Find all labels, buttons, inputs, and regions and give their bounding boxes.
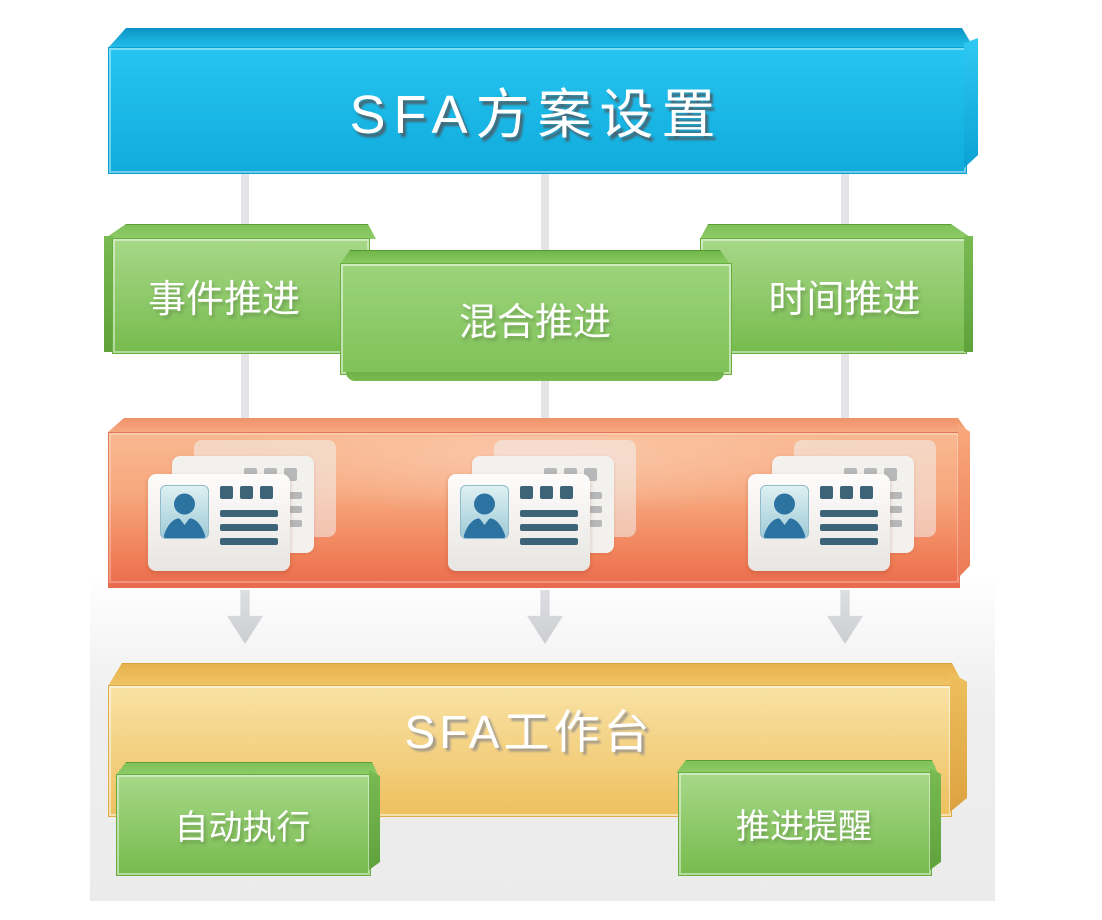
- card-text-bar: [520, 510, 578, 517]
- push-reminder-face: [678, 772, 932, 876]
- auto-execute-face: [116, 774, 371, 876]
- push-reminder-label: 推进提醒: [736, 807, 872, 846]
- records-band-top-bevel: [108, 418, 968, 432]
- auto-execute-side-bevel: [369, 770, 380, 870]
- event-box-top-bevel: [104, 224, 376, 239]
- workbench-label: SFA工作台: [404, 706, 654, 758]
- title-box-label: SFA方案设置: [349, 85, 724, 145]
- card-text-bar: [520, 524, 578, 531]
- event-box-face: [112, 238, 370, 354]
- card-text-bar: [820, 510, 878, 517]
- card-square: [540, 486, 553, 499]
- auto-execute-label: 自动执行: [174, 808, 311, 847]
- workbench-top-bevel: [108, 663, 964, 686]
- card-square: [860, 486, 873, 499]
- contact-card-icon: [148, 474, 290, 571]
- avatar-icon: [760, 485, 809, 539]
- auto-execute-top-bevel: [116, 762, 378, 775]
- card-text-bar: [820, 538, 878, 545]
- card-square: [520, 486, 533, 499]
- mixed-box-face: [340, 263, 732, 375]
- card-square: [840, 486, 853, 499]
- card-square: [220, 486, 233, 499]
- time-box-face: [700, 238, 967, 354]
- time-box-label: 时间推进: [768, 278, 921, 321]
- push-reminder-top-bevel: [676, 760, 938, 773]
- avatar-icon: [160, 485, 209, 539]
- card-text-bar: [220, 538, 278, 545]
- time-box-top-bevel: [700, 224, 973, 239]
- workbench-side-bevel: [950, 672, 967, 812]
- records-band-side-bevel: [958, 424, 970, 578]
- card-text-bar: [520, 538, 578, 545]
- card-text-bar: [820, 524, 878, 531]
- push-reminder-side-bevel: [930, 768, 941, 870]
- mixed-box-label: 混合推进: [458, 301, 611, 344]
- card-square: [260, 486, 273, 499]
- card-text-bar: [220, 524, 278, 531]
- card-square: [560, 486, 573, 499]
- mixed-box-top-bevel: [340, 250, 730, 264]
- event-box-label: 事件推进: [147, 278, 300, 321]
- contact-card-stack: [148, 440, 338, 572]
- card-square: [820, 486, 833, 499]
- mixed-box-bottom-lip: [346, 372, 724, 381]
- contact-card-stack: [748, 440, 938, 572]
- title-box-side-bevel: [964, 38, 978, 168]
- card-square: [240, 486, 253, 499]
- time-box-side-bevel: [964, 236, 973, 352]
- contact-card-stack: [448, 440, 638, 572]
- title-box-face: [108, 47, 967, 174]
- contact-card-icon: [748, 474, 890, 571]
- event-box-side-bevel: [104, 236, 113, 352]
- card-text-bar: [220, 510, 278, 517]
- avatar-icon: [460, 485, 509, 539]
- title-box-top-bevel: [108, 28, 974, 48]
- contact-card-icon: [448, 474, 590, 571]
